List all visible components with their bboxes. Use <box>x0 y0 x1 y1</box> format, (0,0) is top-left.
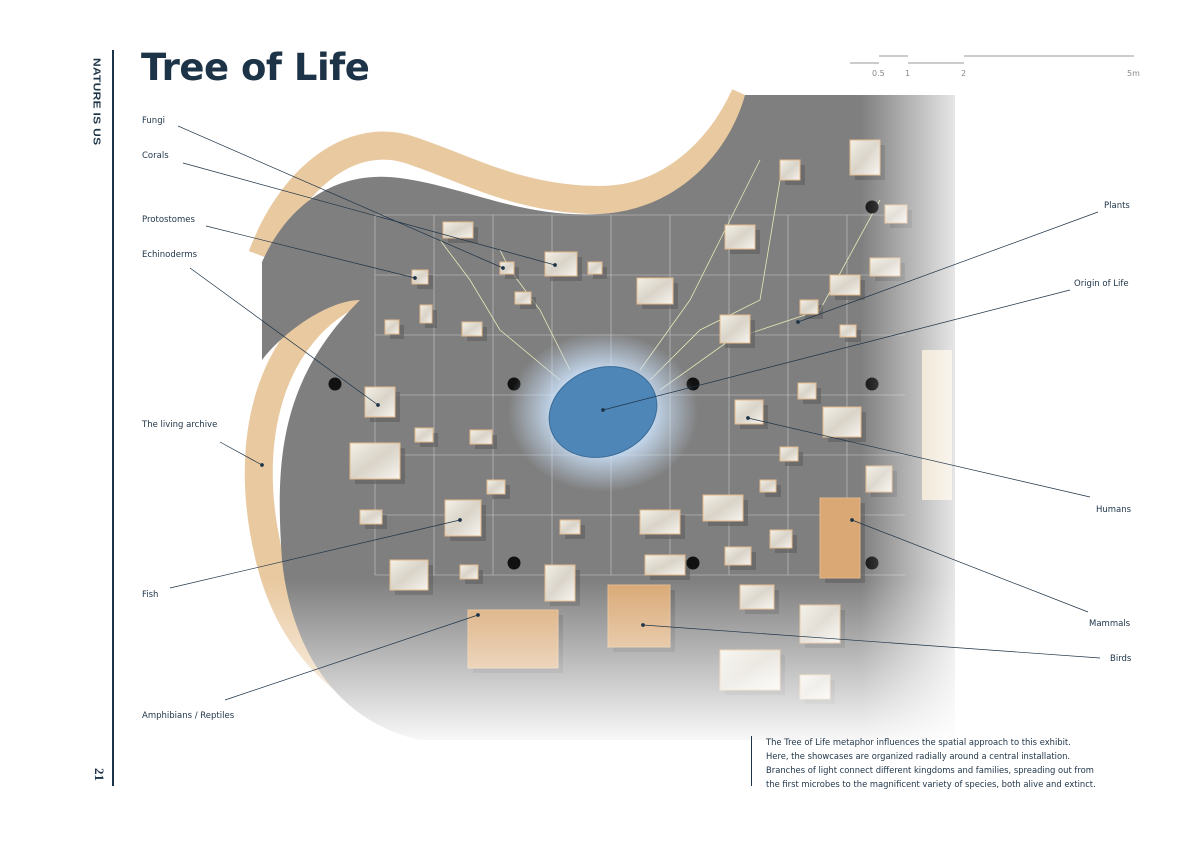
leader-line <box>205 225 416 279</box>
leader-dot <box>260 463 264 467</box>
leader-dot <box>850 518 854 522</box>
section-label: NATURE IS US <box>91 58 103 146</box>
leader-dot <box>413 276 417 280</box>
leader-line <box>602 289 1071 411</box>
description-rule <box>751 736 752 786</box>
leader-line <box>182 162 556 266</box>
label-amphibians-reptiles: Amphibians / Reptiles <box>142 711 235 721</box>
leader-dot <box>601 408 605 412</box>
leader-dot <box>458 518 462 522</box>
label-birds: Birds <box>1110 654 1132 664</box>
label-origin-of-life: Origin of Life <box>1074 279 1129 289</box>
description-line: the first microbes to the magnificent va… <box>766 779 1096 789</box>
label-fungi: Fungi <box>142 116 165 126</box>
leader-dot <box>376 403 380 407</box>
scale-tick: 2 <box>961 69 967 78</box>
description-line: Here, the showcases are organized radial… <box>766 751 1071 761</box>
side-divider <box>112 50 114 786</box>
description-line: The Tree of Life metaphor influences the… <box>766 737 1071 747</box>
leader-dot <box>796 320 800 324</box>
scale-tick: 0.5 <box>872 69 885 78</box>
leader-line <box>642 624 1101 659</box>
description: The Tree of Life metaphor influences the… <box>766 735 1146 791</box>
page-title: Tree of Life <box>141 46 370 89</box>
label-fish: Fish <box>142 590 159 600</box>
scale-tick: 1 <box>905 69 911 78</box>
label-protostomes: Protostomes <box>142 215 195 225</box>
leader-line <box>224 614 479 701</box>
label-plants: Plants <box>1104 201 1130 211</box>
label-living-archive: The living archive <box>142 420 218 430</box>
leader-dot <box>641 623 645 627</box>
leader-lines <box>169 125 1101 701</box>
leader-line <box>797 211 1099 323</box>
label-echinoderms: Echinoderms <box>142 250 198 260</box>
leader-line <box>189 267 379 406</box>
leader-line <box>219 441 263 466</box>
leader-line <box>851 519 1089 613</box>
leader-dot <box>746 416 750 420</box>
leader-line <box>177 125 504 269</box>
label-corals: Corals <box>142 151 169 161</box>
label-humans: Humans <box>1096 505 1132 515</box>
leader-line <box>169 519 461 589</box>
label-mammals: Mammals <box>1089 619 1131 629</box>
leader-dot <box>501 266 505 270</box>
leader-dot <box>553 263 557 267</box>
leader-line <box>747 417 1091 498</box>
scale-bar <box>850 55 1134 64</box>
scale-tick: 5m <box>1127 69 1140 78</box>
page-number: 21 <box>92 768 107 781</box>
description-line: Branches of light connect different king… <box>766 765 1094 775</box>
leader-dot <box>476 613 480 617</box>
